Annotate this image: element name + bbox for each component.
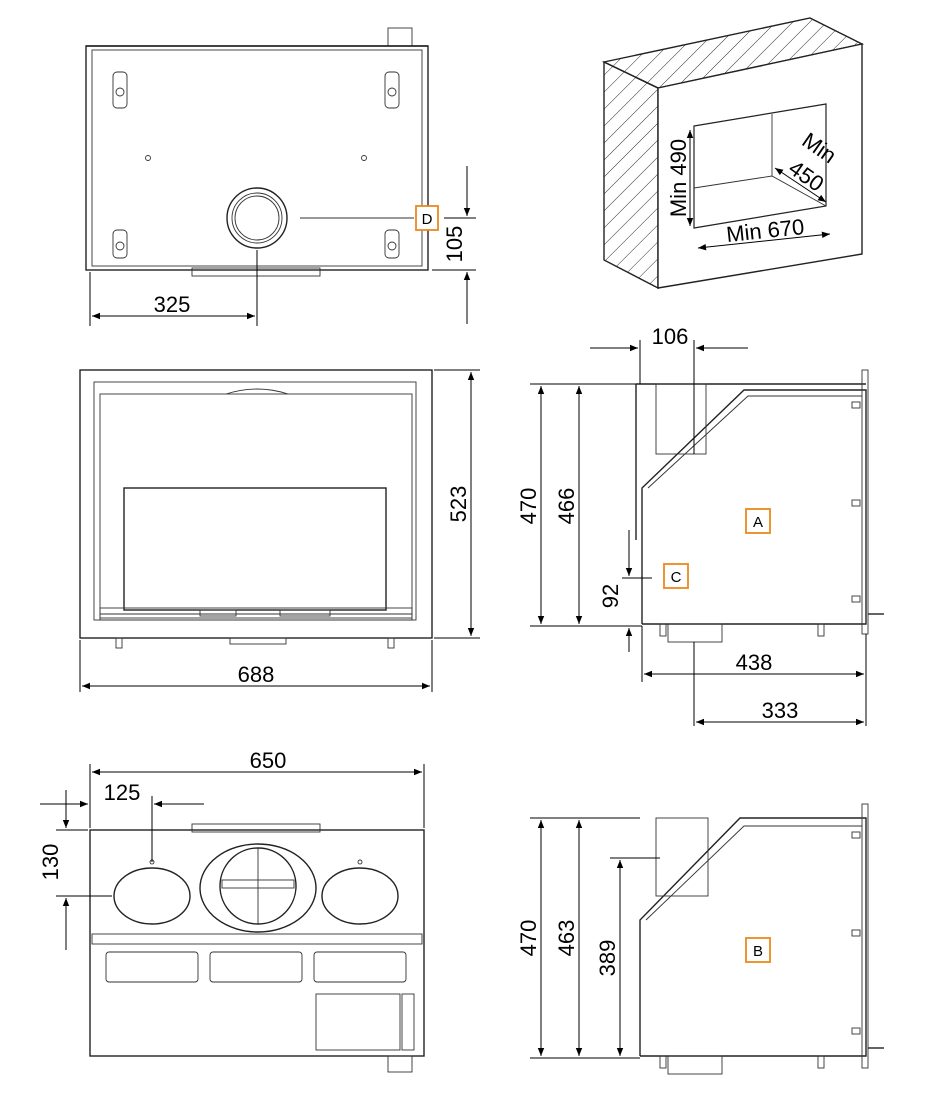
dim-106: 106 bbox=[652, 324, 689, 349]
flue-collar-rear bbox=[199, 843, 317, 933]
dim-92: 92 bbox=[598, 584, 623, 608]
marker-d-box bbox=[415, 205, 439, 231]
dim-105: 105 bbox=[442, 226, 467, 263]
front-view: 523 688 bbox=[79, 369, 480, 692]
dim-130: 130 bbox=[38, 844, 63, 881]
dim-125: 125 bbox=[104, 780, 141, 805]
dim-389: 389 bbox=[595, 940, 620, 977]
side-view-b: 470 463 389 B bbox=[516, 803, 884, 1075]
dim-650: 650 bbox=[250, 748, 287, 773]
dim-470-a: 470 bbox=[516, 488, 541, 525]
marker-b-box bbox=[745, 937, 771, 963]
rear-view: 650 125 130 bbox=[38, 748, 425, 1073]
dim-min-490: Min 490 bbox=[666, 139, 691, 217]
marker-c: C bbox=[671, 569, 682, 586]
dim-325: 325 bbox=[154, 292, 191, 317]
dim-688: 688 bbox=[238, 662, 275, 687]
marker-b: B bbox=[753, 943, 763, 960]
marker-a-box bbox=[745, 508, 771, 534]
dim-463: 463 bbox=[554, 920, 579, 957]
niche-view: Min 490 Min 450 Min 670 bbox=[601, 17, 865, 290]
dim-470-b: 470 bbox=[516, 920, 541, 957]
mounting-bracket bbox=[112, 71, 400, 259]
top-view: 325 105 D bbox=[85, 27, 476, 326]
dim-333: 333 bbox=[762, 698, 799, 723]
marker-c-box bbox=[663, 563, 689, 589]
dim-438: 438 bbox=[736, 650, 773, 675]
dim-523: 523 bbox=[446, 486, 471, 523]
side-view-a: 106 470 466 92 438 333 A C bbox=[516, 324, 884, 726]
marker-a: A bbox=[753, 514, 763, 531]
flue-collar-top bbox=[226, 187, 288, 249]
dim-466: 466 bbox=[554, 488, 579, 525]
marker-d: D bbox=[422, 211, 433, 228]
